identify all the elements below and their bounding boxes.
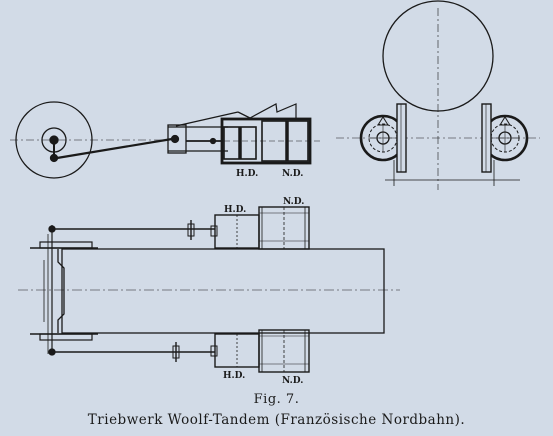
front-view [336, 0, 540, 190]
figure-caption: Triebwerk Woolf-Tandem (Französische Nor… [87, 412, 466, 428]
side-hp-label: H.D. [236, 169, 258, 179]
plan-top-lp-label: N.D. [283, 197, 304, 207]
connecting-rod [56, 137, 173, 160]
crosshead [167, 124, 187, 154]
plan-bottom-hp-label: H.D. [223, 371, 245, 381]
plan-view [18, 206, 400, 373]
side-lp-label: N.D. [282, 169, 303, 179]
frame [61, 248, 385, 334]
side-view [10, 101, 322, 179]
figure-number: Fig. 7. [253, 392, 300, 407]
technical-drawing: H.D. N.D. [10, 0, 540, 385]
plan-top-hp-label: H.D. [224, 205, 246, 215]
plan-bottom-lp-label: N.D. [282, 376, 303, 385]
